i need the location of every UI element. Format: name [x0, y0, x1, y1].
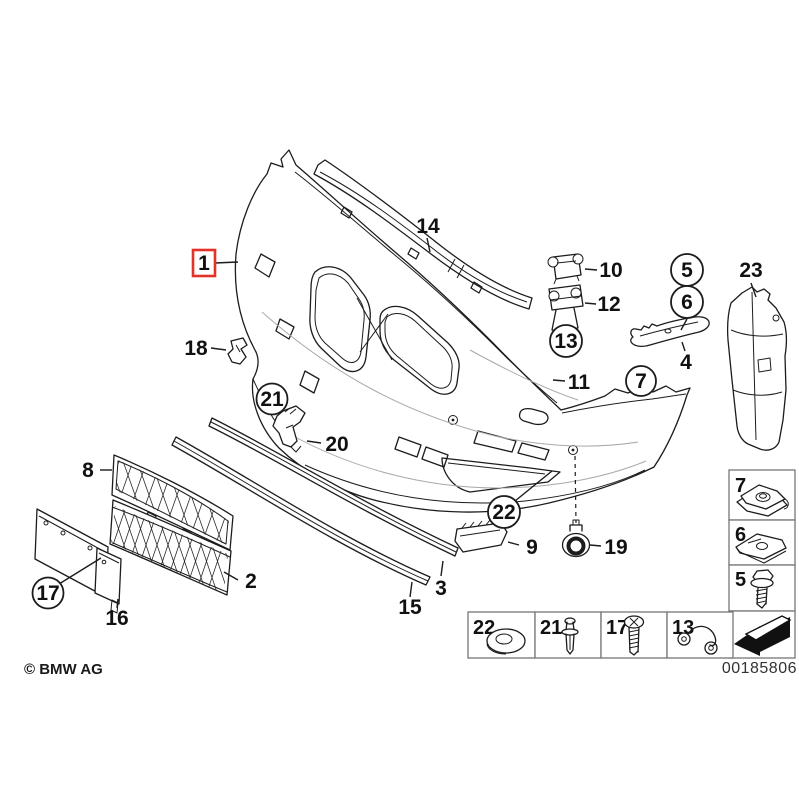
rivet-icon — [561, 617, 579, 655]
legend-label-7: 7 — [735, 475, 746, 497]
image-number: 00185806 — [722, 660, 797, 677]
license-plate-base-drawing — [34, 508, 122, 614]
pdc-sensor-19-drawing — [561, 519, 591, 558]
copyright-text: © BMW AG — [24, 661, 103, 678]
spring-clip-icon — [677, 625, 718, 655]
svg-text:21[interactable]: 21 — [260, 388, 284, 411]
kidney-grille-openings — [309, 266, 460, 395]
callout-7-circle[interactable]: 7 — [625, 365, 657, 397]
small-hole — [275, 318, 295, 340]
strip-15-drawing — [171, 436, 431, 586]
leader-lines — [58, 237, 757, 609]
callout-8[interactable]: 8 — [82, 459, 94, 482]
svg-text:7[interactable]: 7 — [635, 370, 647, 393]
callout-15[interactable]: 15 — [398, 596, 422, 619]
svg-text:5[interactable]: 5 — [681, 259, 693, 282]
legend-bottom-row: 22 21 17 13 — [467, 611, 734, 659]
callout-22-circle[interactable]: 22 — [487, 495, 521, 529]
callout-6-circle[interactable]: 6 — [670, 285, 704, 319]
callout-23[interactable]: 23 — [739, 259, 762, 282]
callout-14[interactable]: 14 — [416, 215, 440, 238]
trim-strip-14-drawing — [313, 159, 533, 310]
washer-icon — [486, 628, 526, 655]
callouts: 1 2 3 4 8 9 10 11 12 14 15 16 18 19 20 2… — [31, 215, 763, 630]
legend-label-17: 17 — [606, 617, 628, 639]
sensor-leader-dashed — [574, 455, 577, 524]
callout-12[interactable]: 12 — [597, 293, 620, 316]
strip-3-drawing — [208, 417, 459, 557]
lower-grille-2-drawing — [109, 499, 232, 596]
callout-17-circle[interactable]: 17 — [31, 576, 65, 610]
callout-1-label[interactable]: 1 — [198, 252, 210, 275]
svg-text:6[interactable]: 6 — [681, 291, 693, 314]
legend-label-22: 22 — [473, 617, 495, 639]
bracket-20-drawing — [272, 405, 306, 453]
callout-18[interactable]: 18 — [184, 337, 208, 360]
legend-label-21: 21 — [540, 617, 562, 639]
callout-2[interactable]: 2 — [245, 570, 257, 593]
callout-5-circle[interactable]: 5 — [670, 253, 704, 287]
support-bracket-4-drawing — [630, 316, 710, 348]
callout-11[interactable]: 11 — [568, 371, 591, 394]
legend-label-5: 5 — [735, 569, 746, 591]
legend-box-13 — [666, 611, 734, 659]
bumper-cover-drawing — [234, 149, 691, 524]
svg-text:17[interactable]: 17 — [36, 582, 59, 605]
side-grille-9-drawing — [454, 518, 508, 553]
callout-19[interactable]: 19 — [604, 536, 627, 559]
callout-20[interactable]: 20 — [325, 433, 348, 456]
callout-10[interactable]: 10 — [599, 259, 622, 282]
flat-clip-nut-icon — [735, 533, 787, 564]
marker-hole — [254, 253, 276, 278]
side-panel-23-drawing — [726, 286, 788, 451]
legend-side-column: 7 6 5 — [728, 469, 796, 659]
callout-21-circle[interactable]: 21 — [255, 382, 289, 416]
callout-9[interactable]: 9 — [526, 536, 538, 559]
svg-text:22[interactable]: 22 — [492, 501, 515, 524]
hex-screw-icon — [750, 569, 774, 609]
cover-cap-18-drawing — [227, 337, 248, 365]
fog-slot — [299, 370, 320, 394]
callout-16[interactable]: 16 — [105, 607, 128, 630]
svg-text:13[interactable]: 13 — [554, 330, 577, 353]
callout-4[interactable]: 4 — [680, 351, 692, 374]
callout-13-circle[interactable]: 13 — [549, 324, 583, 358]
callout-3[interactable]: 3 — [435, 577, 447, 600]
clip-nut-icon — [736, 484, 789, 517]
callout-1-redbox[interactable]: 1 — [191, 248, 217, 278]
screw-icon — [623, 615, 645, 656]
continuation-arrow-icon — [734, 615, 792, 656]
bracket-10-drawing — [547, 253, 584, 285]
tow-hook-opening — [518, 407, 549, 426]
sensor-holes — [448, 415, 578, 455]
legend-label-6: 6 — [735, 524, 746, 546]
